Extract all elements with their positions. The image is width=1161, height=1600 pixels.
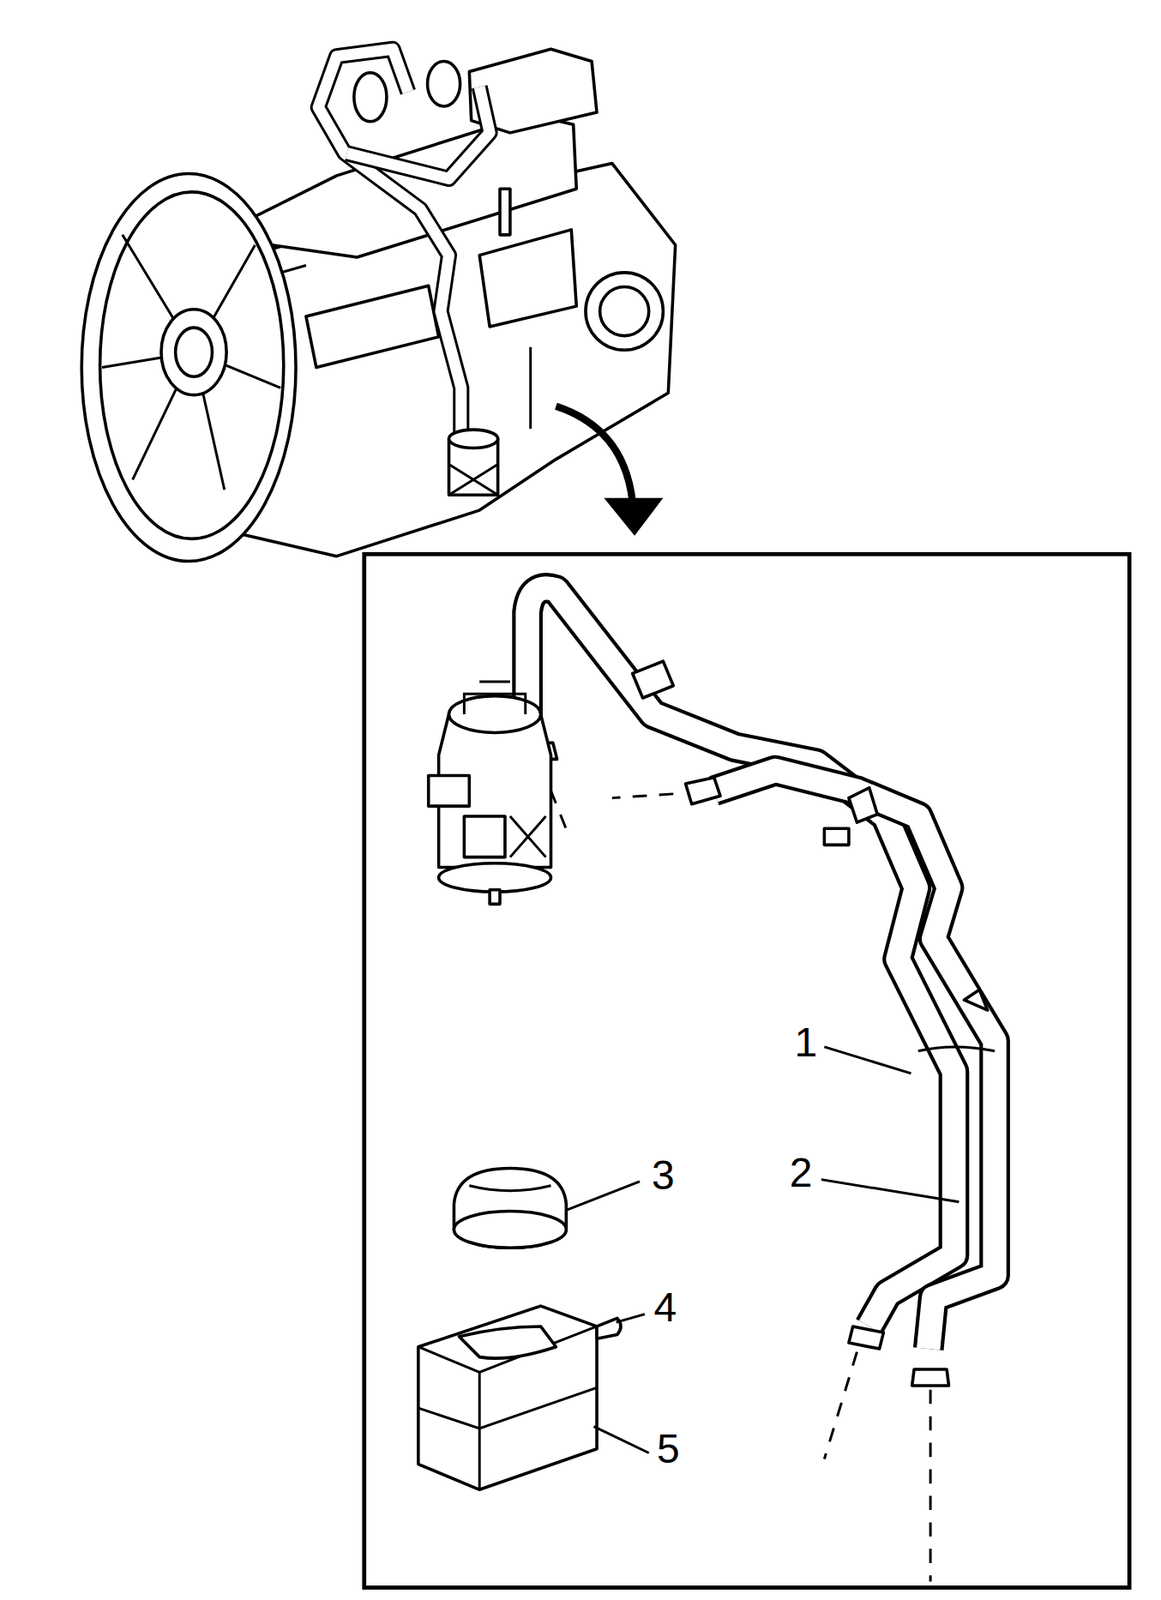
engine-assembly-part <box>318 48 462 464</box>
leader-lines-part <box>821 1179 960 1203</box>
seal-ring-part <box>453 1210 566 1248</box>
air-pump-part <box>439 863 552 892</box>
engine-assembly-part <box>81 173 296 561</box>
engine-assembly-part <box>102 234 281 490</box>
air-pump-part <box>510 816 547 858</box>
engine-assembly-part <box>600 287 650 337</box>
air-hoses-part <box>824 828 849 845</box>
engine-assembly <box>81 48 675 561</box>
air-pump <box>428 681 552 904</box>
leader-lines <box>565 1046 959 1454</box>
air-hoses-part <box>963 989 987 1011</box>
air-hoses-part <box>714 769 995 1349</box>
pump-bracket-part <box>418 1305 597 1490</box>
air-pump-part <box>463 816 506 858</box>
air-pump-part <box>428 775 470 807</box>
hose-clamps-part <box>685 777 721 805</box>
engine-assembly-part <box>427 61 461 107</box>
hose-clamps-part <box>912 1369 950 1386</box>
leader-lines-part <box>824 1046 911 1074</box>
seal-ring-part <box>453 1210 566 1248</box>
detail-arrow-part <box>555 406 632 503</box>
engine-assembly-part <box>354 72 387 122</box>
leader-lines-part <box>565 1181 640 1210</box>
engine-assembly-part <box>449 464 499 496</box>
callout-number: 4 <box>650 1287 680 1329</box>
air-hoses <box>527 588 995 1349</box>
pump-bracket-part <box>418 1326 597 1490</box>
pump-bracket <box>418 1305 621 1490</box>
air-hoses-part <box>632 661 674 698</box>
engine-assembly-part <box>449 429 499 448</box>
engine-assembly-part <box>100 192 284 540</box>
air-hoses-part <box>918 1046 995 1052</box>
air-pump-part <box>463 681 525 715</box>
air-hoses-part <box>527 588 954 1327</box>
callout-number: 1 <box>792 1022 821 1064</box>
air-pump-part <box>489 890 500 905</box>
engine-assembly-part <box>499 188 511 235</box>
callout-number: 3 <box>649 1154 678 1197</box>
seal-ring-part <box>469 1185 551 1192</box>
detail-arrow-part <box>603 498 663 536</box>
engine-assembly-part <box>585 272 663 350</box>
detail-frame <box>364 553 1130 1588</box>
air-hoses-part <box>848 788 878 823</box>
leader-lines-part <box>593 1426 649 1454</box>
engine-assembly-part <box>306 285 440 367</box>
seal-ring <box>453 1168 566 1249</box>
air-pump-part <box>449 696 542 734</box>
air-hoses-part <box>527 588 954 1327</box>
pump-bracket-part <box>458 1326 556 1359</box>
hose-clamps-part <box>612 794 674 799</box>
hose-clamps-part <box>824 1352 857 1460</box>
engine-assembly-part <box>318 48 462 464</box>
air-hoses-part <box>714 769 995 1349</box>
hose-clamps-part <box>929 1389 933 1583</box>
leader-lines-part <box>616 1314 645 1324</box>
engine-assembly-part <box>161 309 227 396</box>
callout-number: 2 <box>787 1152 816 1194</box>
detail-arrow <box>555 406 663 536</box>
engine-assembly-part <box>479 229 577 327</box>
engine-assembly-part <box>175 327 213 377</box>
hose-clamps-part <box>848 1326 884 1349</box>
callout-number: 5 <box>654 1428 683 1470</box>
